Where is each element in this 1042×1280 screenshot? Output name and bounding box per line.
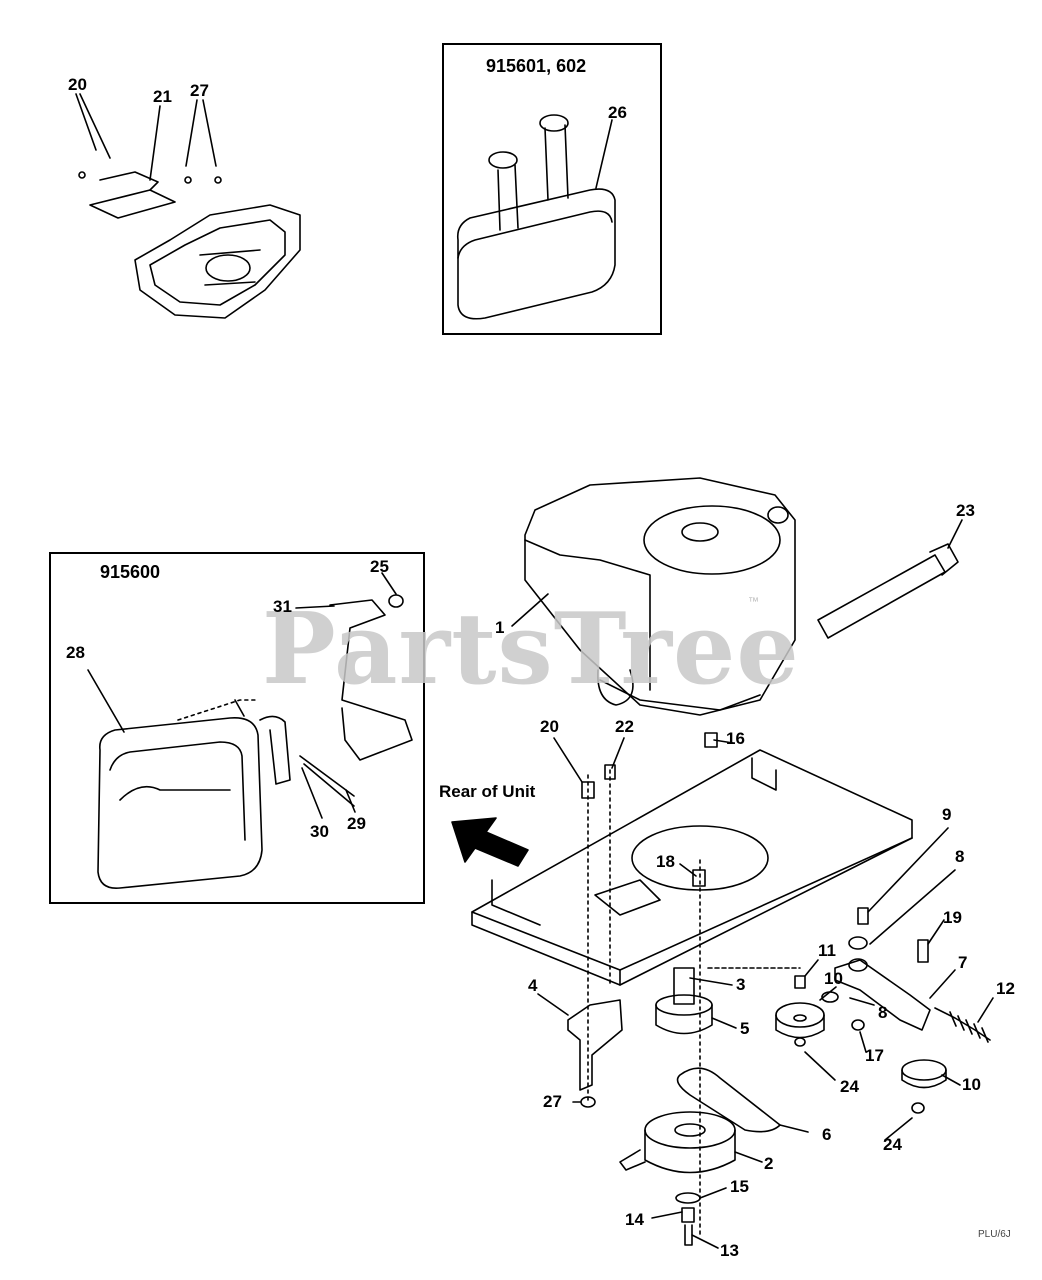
callout-label: 18 — [656, 852, 675, 871]
hose-drawing — [817, 543, 959, 639]
drawing-code: PLU/6J — [978, 1229, 1011, 1240]
callout-label: 10 — [824, 969, 843, 988]
callout-label: 27 — [543, 1092, 562, 1111]
callout-label: 6 — [822, 1125, 832, 1144]
watermark: PartsTree — [262, 592, 800, 707]
callout-label: 20 — [540, 717, 559, 736]
inset-top-title: 915601, 602 — [486, 56, 587, 76]
callout-label: 5 — [740, 1019, 750, 1038]
mount-plate-drawing — [471, 749, 913, 986]
rear-arrow-drawing — [451, 817, 529, 867]
seat-bracket-drawing — [78, 171, 301, 319]
engine-drawing — [524, 477, 796, 716]
callout-label: 24 — [840, 1077, 859, 1096]
callout-label: 24 — [883, 1135, 902, 1154]
callout-label: 25 — [370, 557, 389, 576]
callout-label: 8 — [878, 1003, 888, 1022]
callout-label: 22 — [615, 717, 634, 736]
callout-label: 31 — [273, 597, 292, 616]
callout-label: 10 — [962, 1075, 981, 1094]
idler-assembly-drawing — [775, 907, 991, 1114]
callout-label: 17 — [865, 1046, 884, 1065]
pulley-5-drawing — [655, 967, 713, 1035]
callout-label: 2 — [764, 1154, 774, 1173]
trademark-mark: ™ — [748, 596, 759, 608]
callout-label: 20 — [68, 75, 87, 94]
callout-label: 13 — [720, 1241, 739, 1260]
callout-label: 8 — [955, 847, 965, 866]
callout-label: 1 — [495, 618, 505, 637]
callout-label: 28 — [66, 643, 85, 662]
callout-label: 27 — [190, 81, 209, 100]
callout-label: 26 — [608, 103, 627, 122]
callout-label: 21 — [153, 87, 172, 106]
callout-label: 7 — [958, 953, 968, 972]
callout-label: 9 — [942, 805, 952, 824]
callout-label: 23 — [956, 501, 975, 520]
callout-label: 11 — [818, 941, 836, 960]
inset-left-title: 915600 — [100, 562, 161, 582]
callout-label: 19 — [943, 908, 962, 927]
callout-label: 29 — [347, 814, 366, 833]
callout-label: 3 — [736, 975, 746, 994]
callout-label: 15 — [730, 1177, 749, 1196]
inset-top-frame — [442, 43, 662, 335]
clutch-drawing — [619, 1111, 736, 1174]
callout-label: 12 — [996, 979, 1015, 998]
callout-label: 16 — [726, 729, 745, 748]
left-muffler-drawing — [97, 594, 413, 889]
callout-label: 14 — [625, 1210, 644, 1229]
callout-label: 30 — [310, 822, 329, 841]
rear-of-unit-label: Rear of Unit — [439, 782, 536, 801]
callout-label: 4 — [528, 976, 538, 995]
inset-left-frame — [49, 552, 425, 904]
top-muffler-drawing — [456, 114, 616, 320]
